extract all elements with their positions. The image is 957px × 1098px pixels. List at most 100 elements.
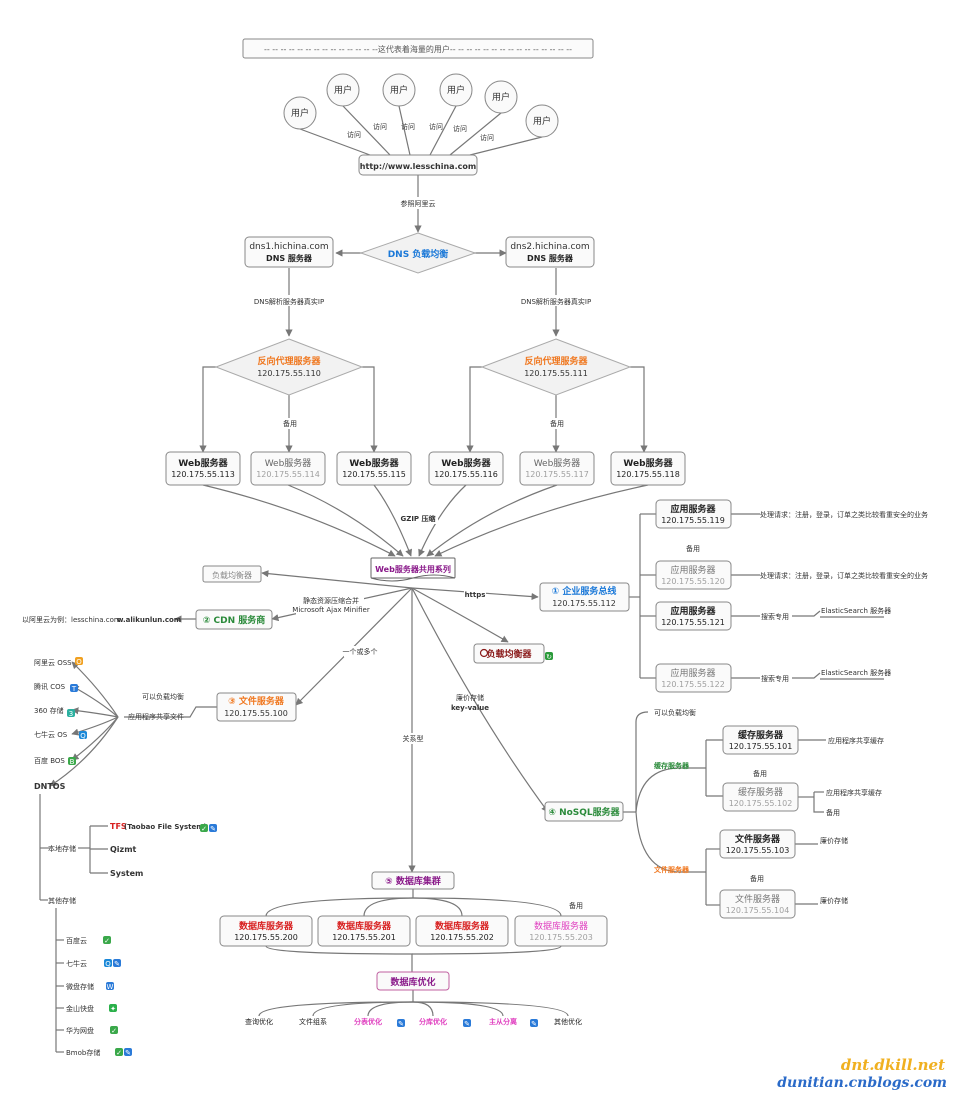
user-visit-line-4 [429, 105, 457, 156]
opt-item-2: 文件组系 [299, 1017, 327, 1026]
dns1-box [244, 236, 334, 268]
system-label: System [110, 869, 143, 878]
file-server-1 [719, 829, 796, 859]
file-server-top-title: ③ 文件服务器 [228, 695, 285, 707]
cache-server-2-ip: 120.175.55.102 [729, 799, 793, 808]
web2-to-shared [287, 484, 404, 557]
dns1-box-title: dns1.hichina.com [249, 242, 328, 252]
storage-branch-4 [71, 716, 119, 736]
one-or-more-bg [344, 646, 376, 657]
users-banner-text: -- -- -- -- -- -- -- -- -- -- -- -- -- -… [264, 44, 572, 54]
other-storage-icon-1-glyph: ✓ [104, 937, 110, 945]
watermark-blog: dunitian.cnblogs.com [777, 1075, 947, 1091]
aliyun-oss-icon-glyph: O [76, 658, 82, 666]
proxy2-ip: 120.175.55.111 [524, 369, 588, 378]
tfs-full-label: (Taobao File System) [124, 823, 207, 831]
other-storage-icon-4 [109, 1004, 117, 1012]
opt-item-1: 查询优化 [245, 1017, 273, 1026]
aliyun-ref-bg [395, 197, 441, 209]
esb-ip: 120.175.55.112 [552, 599, 616, 608]
web-shared-wave [370, 574, 456, 582]
refresh-icon-glyph: ↻ [546, 653, 552, 661]
visit-label-1: 访问 [347, 130, 361, 139]
visit-label-5: 访问 [453, 124, 467, 133]
web-server-2 [250, 451, 326, 486]
db-link-1 [265, 897, 414, 917]
proxy1-to-web1 [199, 366, 216, 453]
db-server-4-title: 数据库服务器 [534, 920, 588, 932]
cache2-note: 应用程序共享缓存 [826, 788, 882, 797]
can-lb2-label: 可以负载均衡 [654, 708, 696, 717]
dns1-resolve-label: DNS解析服务器真实IP [254, 297, 324, 306]
app-server-1-title: 应用服务器 [670, 503, 716, 515]
proxy1-title: 反向代理服务器 [257, 355, 321, 367]
dns2-resolve-bg [518, 295, 594, 306]
opt-note-icon-1 [397, 1019, 405, 1027]
db-server-2-title: 数据库服务器 [337, 920, 392, 932]
backup2-bg [547, 418, 567, 429]
app-server-4 [655, 663, 732, 693]
opt-link-4 [412, 1001, 434, 1017]
web-server-5 [519, 451, 595, 486]
aliyun-oss-icon [75, 657, 83, 665]
other-storage-icon-6-glyph: ✓ [116, 1049, 122, 1057]
qiniu-icon-glyph: Q [80, 732, 86, 740]
user-circle-6 [525, 104, 559, 138]
dns1-box-ip: DNS 服务器 [266, 253, 313, 263]
nosql-to-can-lb [635, 711, 649, 812]
db-backup-label: 备用 [569, 901, 583, 910]
opt-item-5: 主从分离 [489, 1017, 517, 1026]
site-url-text: http://www.lesschina.com [360, 162, 476, 171]
qiniu-note-icon [113, 959, 121, 967]
user-circle-5 [484, 80, 518, 114]
web-server-1 [165, 451, 241, 486]
dns2-box-title: dns2.hichina.com [510, 242, 589, 252]
other-storage-icon-1 [103, 936, 111, 944]
opt-note-icon-3-glyph: ✎ [531, 1020, 537, 1028]
visit-label-2: 访问 [373, 122, 387, 131]
tfs-note-icon [209, 824, 217, 832]
hub-to-nosql [411, 587, 549, 813]
local-storage-label: 本地存储 [48, 844, 76, 853]
watermark-domain: dnt.dkill.net [841, 1056, 945, 1074]
tfs-check-icon-glyph: ✓ [201, 825, 207, 833]
tfs-note-icon-glyph: ✎ [210, 825, 216, 833]
one-or-more-label: 一个或多个 [343, 647, 378, 656]
web-server-2-ip: 120.175.55.114 [256, 470, 320, 479]
lb-gray-label: 负载均衡器 [212, 570, 252, 580]
other-storage-icon-3 [106, 982, 114, 990]
other-storage-icon-2-glyph: Q [105, 960, 111, 968]
opt-link-2 [312, 1001, 414, 1017]
user-visit-line-1 [299, 128, 371, 156]
web-server-1-title: Web服务器 [178, 457, 228, 469]
file-backup-label: 备用 [750, 874, 764, 883]
user-circle-6-label: 用户 [533, 115, 551, 127]
cdn-example-bold: w.alikunlun.com [117, 616, 181, 624]
db-opt-box [376, 971, 450, 991]
app-note-2: 处理请求：注册，登录，订单之类比较看重安全的业务 [760, 571, 928, 580]
web-server-3-ip: 120.175.55.115 [342, 470, 406, 479]
web1-to-shared [202, 484, 396, 557]
db-server-1-ip: 120.175.55.200 [234, 933, 298, 942]
file-server-2-title: 文件服务器 [735, 893, 780, 905]
web-server-4-title: Web服务器 [441, 457, 491, 469]
tencent-cos-icon-glyph: T [71, 685, 77, 693]
other-storage-1: 百度云 [66, 936, 87, 945]
user-circle-5-label: 用户 [492, 91, 510, 103]
app-share-files-label: 应用程序共享文件 [128, 712, 184, 721]
proxy1-diamond [214, 338, 364, 396]
storage-4: 七牛云 OS [34, 730, 68, 739]
gzip-label: GZIP 压缩 [401, 514, 436, 523]
visit-label-4: 访问 [429, 122, 443, 131]
tencent-cos-icon [70, 684, 78, 692]
can-lb-label: 可以负载均衡 [142, 692, 184, 701]
es-line-2 [792, 672, 821, 679]
users-banner [242, 38, 594, 59]
app-server-3-ip: 120.175.55.121 [661, 618, 725, 627]
other-storage-icon-4-glyph: ✦ [110, 1005, 116, 1013]
dns2-box [505, 236, 595, 268]
web-server-6-title: Web服务器 [623, 457, 673, 469]
user-visit-line-6 [469, 136, 543, 156]
user-circle-2 [326, 73, 360, 107]
